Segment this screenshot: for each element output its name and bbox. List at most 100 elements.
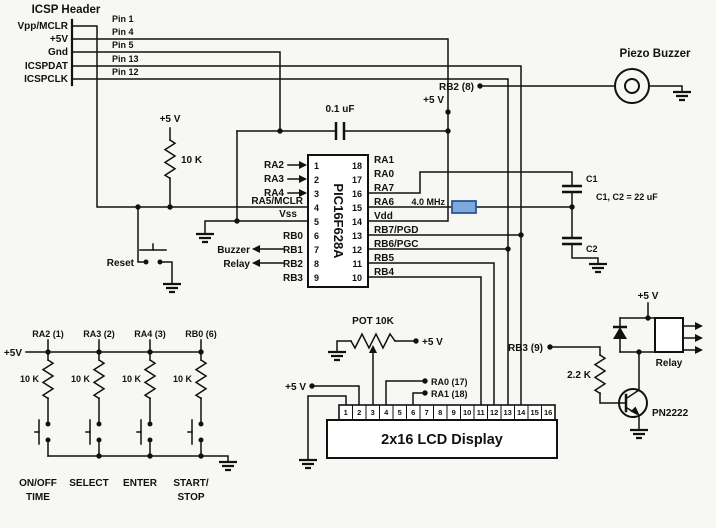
pin-num: 15 (352, 203, 362, 213)
svg-text:7: 7 (425, 408, 429, 417)
lcd-e-net: RA1 (18) (431, 389, 468, 399)
lcd-pin-numbers: 1 2 3 4 5 6 7 8 9 10 11 12 13 14 15 16 (344, 408, 553, 417)
pin-num: 2 (314, 175, 319, 185)
supply-label: +5 V (422, 337, 443, 348)
cap-note: C1, C2 = 22 uF (596, 192, 658, 202)
reset-label: Reset (107, 258, 135, 269)
pin-label: RB7/PGD (374, 225, 418, 236)
button-net: RA2 (1) (32, 329, 64, 339)
pin-num: 17 (352, 175, 362, 185)
wires (25, 18, 701, 463)
pin-label: Vdd (374, 211, 393, 222)
button-caption: ON/OFF (19, 478, 57, 489)
ground-icon (196, 232, 214, 244)
svg-text:15: 15 (531, 408, 539, 417)
button-caption: START/ (173, 478, 209, 489)
svg-text:10: 10 (463, 408, 471, 417)
pin-label: RB0 (283, 231, 303, 242)
push-button (136, 419, 153, 445)
svg-text:14: 14 (517, 408, 526, 417)
button-net: RA3 (2) (83, 329, 115, 339)
pin-num: 11 (352, 259, 362, 269)
crystal-4mhz (451, 200, 477, 214)
pin-label: RA0 (374, 169, 394, 180)
npn-transistor (618, 388, 648, 418)
buzzer-out-label: Buzzer (217, 245, 250, 256)
button-caption: SELECT (69, 478, 108, 489)
pin-num: 6 (314, 231, 319, 241)
icsp-signal: ICSPCLK (24, 74, 69, 85)
pin-label: RA3 (264, 174, 284, 185)
ground-symbols (163, 90, 691, 472)
c2-label: C2 (586, 244, 598, 254)
pin-label: RA7 (374, 183, 394, 194)
pin-label: RB1 (283, 245, 303, 256)
icsp-title: ICSP Header (32, 4, 101, 16)
icsp-signal: +5V (50, 34, 68, 45)
mcu-chip: PIC16F628A (307, 154, 369, 288)
relay-coil (654, 317, 684, 353)
relay-contact-arrows (695, 322, 703, 354)
ground-icon (589, 262, 607, 274)
c2-capacitor (562, 236, 582, 246)
svg-text:16: 16 (544, 408, 552, 417)
pin-label: RB4 (374, 267, 394, 278)
icsp-pin: Pin 12 (112, 67, 139, 77)
icsp-signal: ICSPDAT (25, 61, 68, 72)
push-button (85, 419, 102, 445)
pin-label: RB2 (283, 259, 303, 270)
svg-text:2: 2 (357, 408, 361, 417)
labels: ICSP Header Vpp/MCLR +5V Gnd ICSPDAT ICS… (4, 4, 691, 503)
push-button (34, 419, 51, 445)
ground-icon (328, 350, 346, 362)
svg-text:6: 6 (411, 408, 415, 417)
svg-text:12: 12 (490, 408, 498, 417)
push-buttons (34, 419, 204, 445)
flyback-diode (613, 325, 627, 339)
icsp-signal: Vpp/MCLR (17, 21, 68, 32)
transistor-part: PN2222 (652, 408, 689, 419)
pin-label: RA5/MCLR (251, 196, 303, 207)
relay-out-label: Relay (223, 259, 250, 270)
buzzer-net-label: RB2 (8) (439, 82, 474, 93)
base-resistor (593, 353, 607, 395)
c1-label: C1 (586, 174, 598, 184)
button-net: RB0 (6) (185, 329, 217, 339)
ground-icon (219, 460, 237, 472)
bypass-capacitor (334, 122, 346, 140)
resistor-value: 10 K (173, 374, 193, 384)
port-direction-arrows (252, 161, 307, 267)
base-resistor-value: 2.2 K (567, 370, 592, 381)
svg-text:8: 8 (438, 408, 442, 417)
icsp-pin: Pin 4 (112, 27, 134, 37)
button-caption: TIME (26, 492, 50, 503)
relay-net-label: RB3 (9) (508, 343, 543, 354)
mcu-part-number: PIC16F628A (331, 183, 346, 259)
pin-label: RB5 (374, 253, 394, 264)
svg-text:5: 5 (398, 408, 402, 417)
piezo-buzzer-symbol (614, 68, 650, 104)
ground-icon (630, 428, 648, 440)
resistor-value: 10 K (122, 374, 142, 384)
ground-icon (163, 282, 181, 294)
pin-num: 9 (314, 273, 319, 283)
contrast-potentiometer (349, 332, 397, 353)
pin-label: RA6 (374, 197, 394, 208)
pin-num: 12 (352, 245, 362, 255)
icsp-pin: Pin 5 (112, 40, 134, 50)
lcd-module: 2x16 LCD Display 1 2 3 4 5 6 7 8 9 10 11… (326, 404, 558, 459)
svg-text:1: 1 (344, 408, 348, 417)
pin-num: 4 (314, 203, 319, 213)
rail-supply-label: +5V (4, 348, 22, 359)
resistor-value: 10 K (71, 374, 91, 384)
push-button (187, 419, 204, 445)
pin-num: 14 (352, 217, 362, 227)
pin-num: 18 (352, 161, 362, 171)
resistor-value: 10 K (20, 374, 40, 384)
lcd-title: 2x16 LCD Display (381, 432, 503, 448)
pin-num: 1 (314, 161, 319, 171)
svg-text:9: 9 (452, 408, 456, 417)
svg-text:3: 3 (371, 408, 375, 417)
